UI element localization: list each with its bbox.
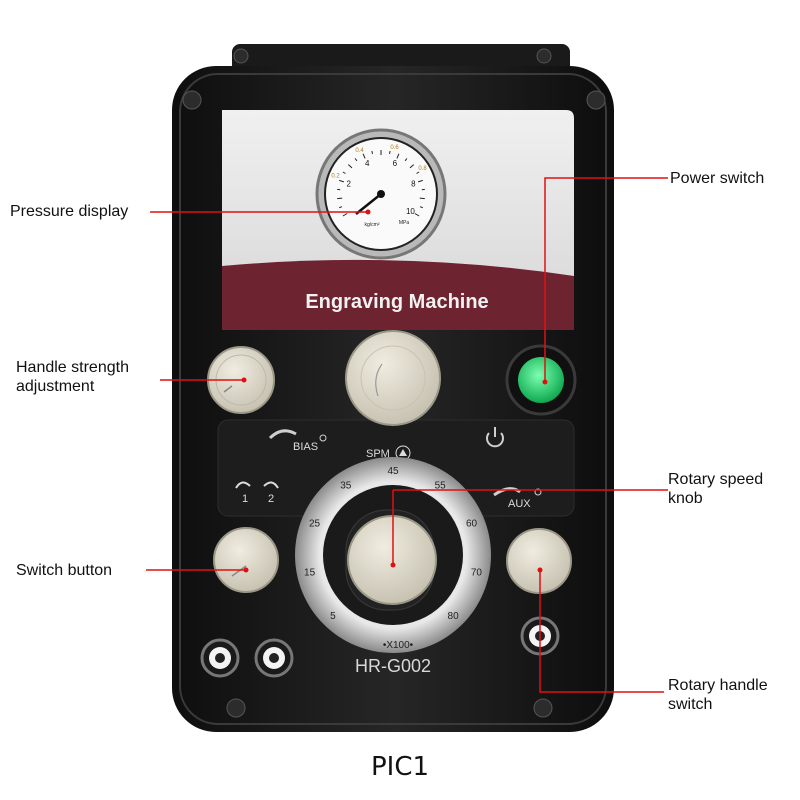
callout-rotary-handle: Rotary handle switch: [668, 676, 768, 714]
gauge-tick-mark: [416, 171, 420, 174]
callout-rotary-speed-line2: knob: [668, 490, 703, 507]
spm-knob: [345, 330, 441, 426]
power-icon: [486, 427, 504, 448]
switch-button-knob: [213, 527, 279, 593]
gauge-tick-mark: [339, 206, 343, 209]
callout-lines: [146, 177, 668, 693]
gauge-tick-mark: [414, 213, 420, 217]
air-outlet-middle: [254, 638, 294, 678]
rotary-handle-switch-knob: [506, 528, 572, 594]
gauge-tick-mark: [404, 158, 408, 162]
screw: [226, 698, 246, 718]
switch-position-1: 1: [242, 493, 248, 505]
power-switch-led: [518, 357, 564, 403]
figure-caption: PIC1: [370, 752, 430, 782]
banner-text: Engraving Machine: [305, 291, 488, 313]
gauge-inner-tick: 6: [393, 159, 398, 168]
gauge-tick-mark: [342, 171, 346, 174]
gauge-outer-tick: 0.8: [418, 166, 427, 172]
speed-dial-tick: 45: [387, 466, 399, 477]
callout-rotary-speed: Rotary speed knob: [668, 470, 763, 508]
speed-dial-tick: 5: [330, 611, 336, 622]
speed-dial-tick: 25: [309, 519, 321, 530]
speed-dial-tick: 15: [304, 568, 316, 579]
gauge-tick-mark: [339, 179, 345, 183]
gauge-inner-tick: 8: [411, 180, 416, 189]
callout-dots: [241, 209, 548, 573]
aux-label: AUX: [508, 498, 531, 510]
gauge-tick-mark: [409, 164, 415, 169]
gauge-tick-mark: [419, 197, 425, 200]
screw: [533, 698, 553, 718]
gauge-tick-mark: [389, 150, 391, 155]
screw: [182, 90, 202, 110]
switch-position-2: 2: [268, 493, 274, 505]
screw: [536, 48, 552, 64]
speed-dial-tick: 60: [466, 519, 478, 530]
screw: [233, 48, 249, 64]
speed-dial-tick: 55: [435, 480, 447, 491]
title-banner: [222, 259, 574, 330]
gauge-inner-tick: 2: [346, 180, 351, 189]
callout-handle-strength-line1: Handle strength: [16, 359, 129, 376]
rotary-speed-knob: [347, 515, 437, 605]
speed-dial-tick: 35: [340, 480, 352, 491]
gauge-outer-tick: 0.2: [331, 174, 340, 180]
model-label: HR-G002: [355, 656, 431, 676]
gauge-tick-mark: [362, 153, 366, 159]
speed-dial-tick: 80: [448, 611, 460, 622]
gauge-tick-mark: [347, 164, 353, 169]
gauge-inner-tick: 10: [406, 207, 415, 216]
gauge-tick-mark: [354, 158, 358, 162]
gauge-tick-mark: [371, 150, 373, 155]
air-outlet-left: [200, 638, 240, 678]
speed-dial-tick: 70: [471, 568, 483, 579]
gauge-tick-mark: [396, 153, 400, 159]
callout-switch-button: Switch button: [16, 562, 113, 579]
spm-label: SPM: [366, 448, 390, 460]
callout-rotary-handle-line1: Rotary handle: [668, 677, 768, 694]
callout-rotary-handle-line2: switch: [668, 696, 713, 713]
callout-power-switch: Power switch: [670, 170, 765, 187]
speed-dial-multiplier: •X100•: [383, 640, 414, 651]
gauge-unit-right: MPa: [399, 220, 410, 226]
bias-label: BIAS: [293, 441, 318, 453]
switch-direction-icons: [235, 481, 279, 489]
gauge-unit-left: kg/cm²: [365, 222, 380, 228]
screw: [586, 90, 606, 110]
callout-handle-strength: Handle strength adjustment: [16, 358, 129, 396]
gauge-tick-mark: [342, 213, 348, 217]
gauge-scale: 2 4 6 8 10 0.2 0.4 0.6 0.8: [331, 145, 427, 217]
callout-rotary-speed-line1: Rotary speed: [668, 471, 764, 488]
gauge-outer-tick: 0.4: [355, 148, 364, 154]
callout-handle-strength-line2: adjustment: [16, 378, 95, 395]
gauge-tick-mark: [419, 206, 423, 209]
gauge-inner-tick: 4: [365, 159, 370, 168]
gauge-tick-mark: [337, 197, 343, 200]
gauge-needle: [355, 193, 382, 215]
callout-pressure-display: Pressure display: [10, 203, 129, 220]
speed-dial-scale: 5 15 25 35 45 55 60 70 80: [304, 466, 482, 622]
gauge-tick-mark: [417, 179, 423, 183]
gauge-outer-tick: 0.6: [390, 145, 399, 151]
